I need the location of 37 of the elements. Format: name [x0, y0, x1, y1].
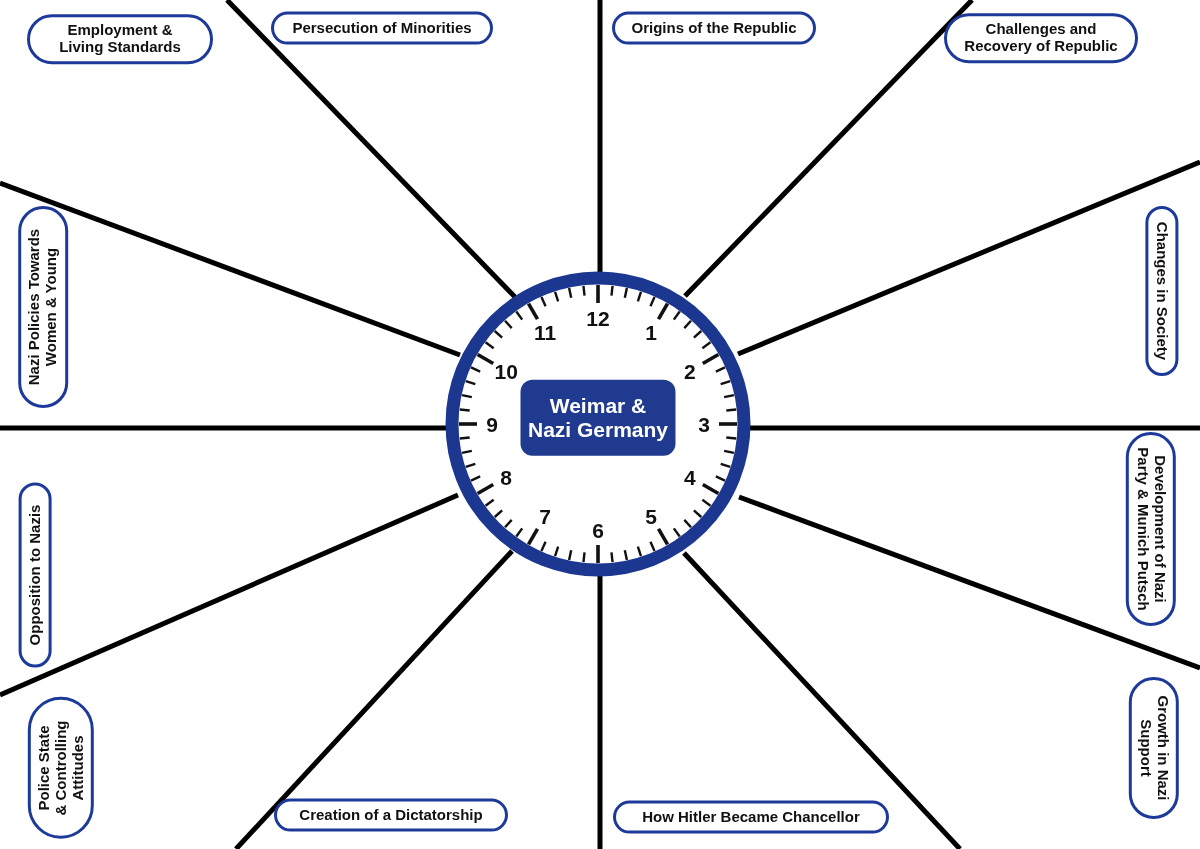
- topic-title: Nazi Policies Towards Women & Young: [26, 227, 60, 388]
- clock-number: 9: [486, 413, 498, 435]
- title-panel: [520, 379, 676, 457]
- topic-pill: [1145, 206, 1179, 376]
- clock-number: 5: [645, 505, 657, 527]
- topic-title: Origins of the Republic: [631, 19, 797, 37]
- topic-title: Police State & Controlling Attitudes: [35, 719, 87, 817]
- clock-number: 7: [539, 505, 551, 527]
- topic-title: Creation of a Dictatorship: [299, 806, 483, 824]
- clock-number: 3: [698, 413, 710, 435]
- topic-pill: [612, 11, 816, 45]
- topic-title: How Hitler Became Chancellor: [642, 808, 860, 826]
- topic-title: Growth in Nazi Support: [1137, 694, 1171, 803]
- topic-title: Persecution of Minorities: [292, 19, 472, 37]
- topic-pill: [1129, 677, 1179, 819]
- clock-number: 11: [533, 321, 557, 343]
- clock-number: 1: [645, 321, 657, 343]
- topic-title: Development of Nazi Party & Munich Putsch: [1134, 446, 1168, 613]
- topic-pill: [271, 11, 493, 45]
- topic-pill: [274, 798, 508, 832]
- topic-title: Employment & Living Standards: [58, 22, 182, 56]
- topic-pill: [1126, 432, 1176, 626]
- topic-pill: [613, 800, 889, 834]
- clock-number: 10: [494, 360, 518, 382]
- topic-pill: [944, 13, 1138, 63]
- clock-number: 8: [500, 466, 513, 488]
- clock-number: 12: [586, 307, 610, 329]
- topic-pill: [27, 14, 213, 64]
- topic-title: Challenges and Recovery of Republic: [963, 21, 1119, 55]
- topic-title: Opposition to Nazis: [26, 504, 44, 646]
- topic-pill: [18, 206, 68, 408]
- clock-number: 6: [592, 519, 604, 541]
- topic-title: Changes in Society: [1153, 221, 1171, 361]
- clock-number: 4: [683, 466, 696, 488]
- title-text: Weimar & Nazi Germany: [526, 393, 670, 443]
- topic-pill: [18, 482, 52, 668]
- clock-number: 2: [683, 360, 696, 382]
